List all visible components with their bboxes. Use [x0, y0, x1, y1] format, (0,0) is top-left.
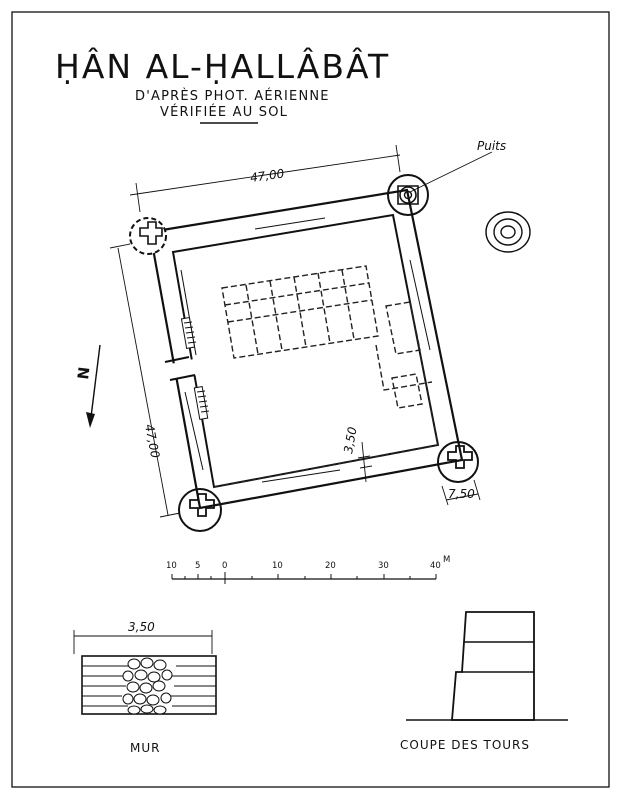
- tower-north-east: [387, 174, 429, 216]
- well-label: Puits: [477, 139, 506, 153]
- scale-tick-label: 10: [272, 561, 283, 571]
- plate-frame: [11, 11, 610, 788]
- svg-text:47,00: 47,00: [249, 166, 285, 185]
- scale-tick-label: 0: [222, 561, 227, 571]
- staircase-west-2: [193, 385, 210, 421]
- tower-north-west: [129, 217, 167, 255]
- dimension-tower: 7,50: [441, 479, 481, 506]
- scale-bar: 10 5 0 10 20 30 40 M: [166, 555, 450, 584]
- tower-south-east: [437, 441, 479, 483]
- scale-unit: M: [443, 555, 450, 565]
- subtitle-line-1: D'APRÈS PHOT. AÉRIENNE: [135, 88, 330, 104]
- wall-detail-caption: MUR: [130, 741, 160, 755]
- svg-text:47,00: 47,00: [142, 423, 162, 460]
- north-arrow: N: [74, 344, 101, 428]
- scale-tick-label: 20: [325, 561, 336, 571]
- outer-wall: [148, 188, 464, 510]
- wall-detail-stones: [82, 657, 216, 715]
- tower-south-west: [178, 488, 222, 532]
- fort-plan: Puits 47,00 47,00 3,50: [74, 139, 531, 532]
- scale-tick-label: 40: [430, 561, 441, 571]
- well-leader: [409, 151, 493, 193]
- tower-section: COUPE DES TOURS: [400, 611, 568, 752]
- wall-detail-dimension: 3,50: [128, 620, 155, 634]
- scale-tick-label: 30: [378, 561, 389, 571]
- staircase-west-1: [180, 316, 197, 350]
- tower-section-caption: COUPE DES TOURS: [400, 738, 530, 752]
- wall-hatch: [180, 217, 431, 483]
- svg-text:7,50: 7,50: [448, 487, 475, 501]
- svg-text:3,50: 3,50: [341, 425, 359, 454]
- plan-title: ḤÂN AL-ḤALLÂBÂT: [55, 46, 390, 86]
- scale-tick-label: 10: [166, 561, 177, 571]
- dimension-left: 47,00: [109, 243, 181, 518]
- svg-text:N: N: [74, 366, 93, 381]
- dimension-wall-thickness: 3,50: [341, 425, 373, 483]
- inner-wall: [171, 213, 440, 489]
- wall-detail: 3,50: [73, 620, 217, 755]
- interior-rooms: [213, 265, 439, 488]
- mound-contours: [485, 211, 531, 253]
- scale-tick-label: 5: [195, 561, 200, 571]
- subtitle-line-2: VÉRIFIÉE AU SOL: [160, 104, 288, 120]
- dimension-top: 47,00: [129, 144, 401, 213]
